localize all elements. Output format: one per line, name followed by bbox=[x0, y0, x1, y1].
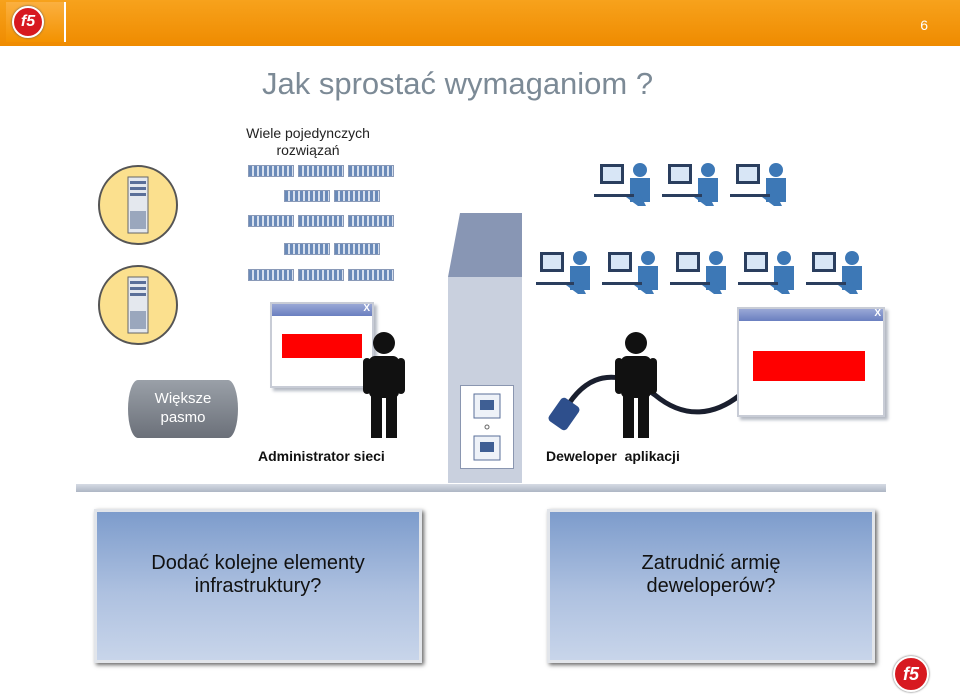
rack-device-icon bbox=[348, 215, 394, 227]
rack-device-icon bbox=[284, 190, 330, 202]
rack-device-icon bbox=[248, 215, 294, 227]
rack-device-icon bbox=[348, 269, 394, 281]
admin-label: Administrator sieci bbox=[258, 448, 385, 464]
rack-device-icon bbox=[334, 243, 380, 255]
network-jack-panel bbox=[460, 385, 514, 469]
page-number: 6 bbox=[920, 17, 928, 33]
server-tower-icon bbox=[127, 176, 149, 234]
server-circle-1 bbox=[98, 165, 178, 245]
subtitle-line-2: rozwiązań bbox=[276, 142, 340, 158]
server-circle-2 bbox=[98, 265, 178, 345]
box-left-line-2: infrastruktury? bbox=[194, 575, 322, 597]
box-right-line-2: deweloperów? bbox=[646, 575, 776, 597]
window-titlebar: X bbox=[739, 308, 883, 321]
header-logo-box: f5 bbox=[6, 2, 66, 42]
close-icon: X bbox=[874, 308, 881, 319]
question-box-infrastructure: Dodać kolejne elementy infrastruktury? bbox=[94, 509, 422, 663]
rack-device-icon bbox=[298, 165, 344, 177]
box-right-line-1: Zatrudnić armię bbox=[641, 552, 781, 574]
window-titlebar: X bbox=[272, 303, 372, 316]
alert-bar bbox=[753, 351, 865, 381]
rack-devices bbox=[248, 165, 398, 285]
rack-device-icon bbox=[298, 269, 344, 281]
alert-bar bbox=[282, 334, 362, 358]
pipe-label-line-1: Większe bbox=[154, 390, 212, 407]
admin-window: X bbox=[270, 302, 374, 388]
bandwidth-pipe: Większe pasmo bbox=[128, 380, 238, 438]
rack-device-icon bbox=[284, 243, 330, 255]
admin-person-icon bbox=[363, 332, 405, 438]
rack-device-icon bbox=[298, 215, 344, 227]
rack-device-icon bbox=[248, 269, 294, 281]
floor-line bbox=[76, 484, 886, 492]
rack-device-icon bbox=[348, 165, 394, 177]
header-bar bbox=[0, 0, 960, 46]
slide-title: Jak sprostać wymaganiom ? bbox=[262, 66, 654, 101]
pipe-label-line-2: pasmo bbox=[160, 409, 206, 426]
developer-army-icon bbox=[536, 163, 862, 294]
server-tower-icon bbox=[127, 276, 149, 334]
box-left-line-1: Dodać kolejne elementy bbox=[151, 552, 365, 574]
developer-person-icon bbox=[615, 332, 657, 438]
subtitle: Wiele pojedynczych rozwiązań bbox=[238, 125, 378, 159]
f5-footer-logo-icon: f5 bbox=[893, 656, 929, 692]
ethernet-port-icon bbox=[473, 393, 501, 461]
subtitle-line-1: Wiele pojedynczych bbox=[246, 125, 370, 141]
developer-window: X bbox=[737, 307, 885, 417]
developer-label: Deweloper aplikacji bbox=[546, 448, 680, 464]
question-box-developers: Zatrudnić armię deweloperów? bbox=[547, 509, 875, 663]
rack-device-icon bbox=[248, 165, 294, 177]
close-icon: X bbox=[363, 303, 370, 314]
network-cable-icon bbox=[548, 374, 742, 431]
f5-logo-icon: f5 bbox=[12, 6, 44, 38]
rack-device-icon bbox=[334, 190, 380, 202]
